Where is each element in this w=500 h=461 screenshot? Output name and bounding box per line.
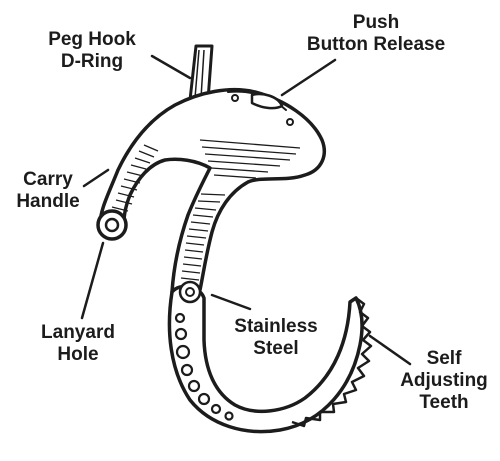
label-lanyard-hole-line-1: Lanyard: [41, 322, 115, 343]
label-self-adjusting-line-2: Adjusting: [400, 370, 488, 391]
label-self-adjusting-line-3: Teeth: [419, 392, 469, 413]
label-peg-hook-line-1: Peg Hook: [48, 29, 136, 50]
label-carry-handle: Carry Handle: [14, 169, 82, 213]
jaw-holes: [174, 312, 234, 421]
label-peg-hook-d-ring: Peg Hook D-Ring: [36, 29, 148, 73]
label-peg-hook-line-2: D-Ring: [60, 51, 124, 72]
label-lanyard-hole: Lanyard Hole: [36, 322, 120, 366]
label-lanyard-hole-line-2: Hole: [57, 344, 99, 365]
neck-ribbing: [180, 139, 301, 281]
lanyard-hole: [96, 209, 128, 241]
label-stainless-steel: Stainless Steel: [226, 316, 326, 360]
label-self-adjusting-line-1: Self: [426, 348, 462, 369]
stainless-steel-jaw: [167, 284, 373, 434]
label-push-button-line-2: Button Release: [306, 34, 446, 55]
leader-lines: [80, 54, 412, 366]
leader-peg-hook: [150, 54, 192, 80]
label-stainless-steel-line-2: Steel: [253, 338, 299, 359]
leader-push-button: [280, 58, 337, 97]
label-stainless-steel-line-1: Stainless: [234, 316, 318, 337]
leader-carry-handle: [82, 168, 110, 188]
label-push-button-release: Push Button Release: [296, 12, 456, 56]
label-carry-handle-line-1: Carry: [23, 169, 73, 190]
leader-self-adjusting: [368, 334, 412, 366]
label-push-button-line-1: Push: [352, 12, 400, 33]
leader-stainless-steel: [210, 293, 252, 311]
clamp-body: [98, 87, 327, 294]
label-carry-handle-line-2: Handle: [16, 191, 80, 212]
rivet: [178, 280, 202, 304]
label-self-adjusting-teeth: Self Adjusting Teeth: [396, 348, 492, 414]
leader-lanyard-hole: [80, 241, 105, 320]
carry-handle-ribbing: [111, 144, 159, 212]
